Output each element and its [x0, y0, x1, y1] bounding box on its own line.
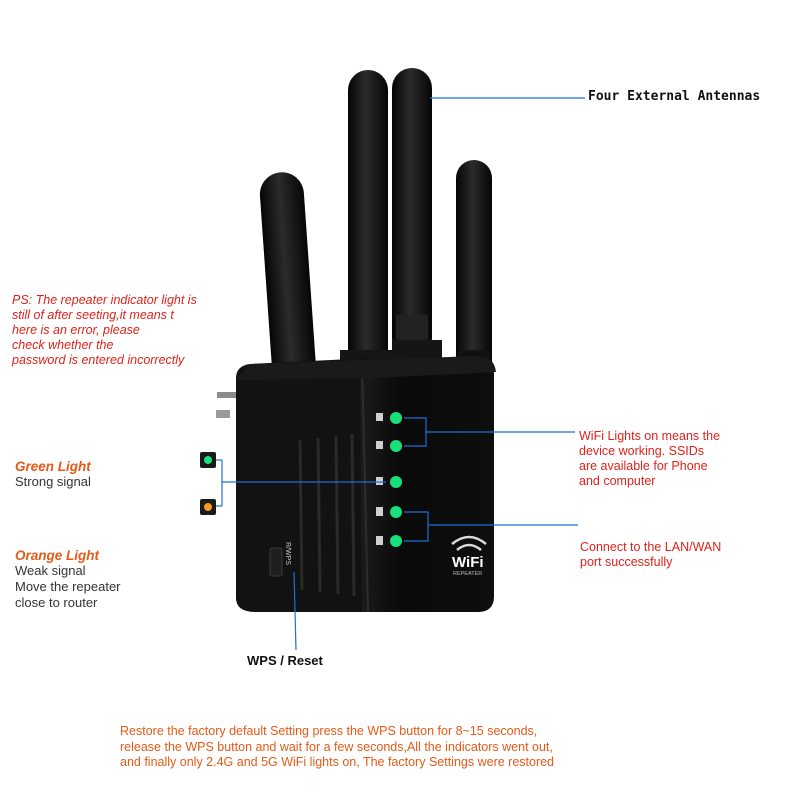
- orange-light-title: Orange Light: [15, 548, 99, 563]
- wifi-lights-line: are available for Phone: [579, 459, 708, 473]
- ps-note-line: password is entered incorrectly: [12, 353, 185, 367]
- lan-wan-line: port successfully: [580, 555, 673, 569]
- led-indicators: [376, 412, 402, 547]
- restore-line: and finally only 2.4G and 5G WiFi lights…: [120, 755, 555, 769]
- ps-note: PS: The repeater indicator light is stil…: [12, 293, 272, 368]
- wps-button: R/WPS: [269, 542, 291, 577]
- restore-line: release the WPS button and wait for a fe…: [120, 739, 553, 754]
- lan-wan-note: Connect to the LAN/WAN port successfully: [580, 540, 721, 570]
- ps-note-line: here is an error, please: [12, 323, 140, 337]
- antennas-label: Four External Antennas: [588, 89, 761, 104]
- green-light-block: Green Light Strong signal: [15, 459, 91, 490]
- wifi-logo-text: WiFi: [452, 554, 484, 571]
- orange-light-block: Orange Light Weak signal Move the repeat…: [15, 548, 121, 611]
- ps-note-line: check whether the: [12, 338, 114, 352]
- wps-reset-label: WPS / Reset: [247, 653, 323, 668]
- green-light-desc: Strong signal: [15, 474, 91, 489]
- ps-note-line: still of after seeting,it means t: [12, 308, 174, 322]
- wifi-lights-line: and computer: [579, 474, 656, 488]
- wifi-lights-note: WiFi Lights on means the device working.…: [579, 429, 720, 489]
- antenna-back-right: [456, 160, 492, 390]
- orange-light-icon: [200, 499, 216, 515]
- ps-note-line: PS: The repeater indicator light is: [12, 293, 197, 307]
- restore-line: Restore the factory default Setting pres…: [120, 724, 538, 738]
- wifi-lights-line: device working. SSIDs: [579, 444, 705, 458]
- wifi-logo-subtext: REPEATER: [453, 571, 482, 577]
- orange-light-line: close to router: [15, 595, 98, 610]
- wps-side-label: R/WPS: [284, 542, 291, 565]
- green-light-title: Green Light: [15, 459, 91, 474]
- lan-wan-line: Connect to the LAN/WAN: [580, 540, 722, 554]
- antenna-back-middle: [392, 68, 442, 360]
- plug-pins: [216, 392, 243, 418]
- restore-note: Restore the factory default Setting pres…: [120, 724, 740, 771]
- orange-light-line: Move the repeater: [15, 579, 121, 594]
- wifi-lights-line: WiFi Lights on means the: [579, 429, 721, 443]
- callout-lines: [214, 97, 585, 651]
- orange-light-line: Weak signal: [15, 563, 86, 578]
- green-light-icon: [200, 452, 216, 468]
- antenna-front-middle: [340, 70, 396, 376]
- wifi-logo: WiFi REPEATER: [451, 535, 487, 577]
